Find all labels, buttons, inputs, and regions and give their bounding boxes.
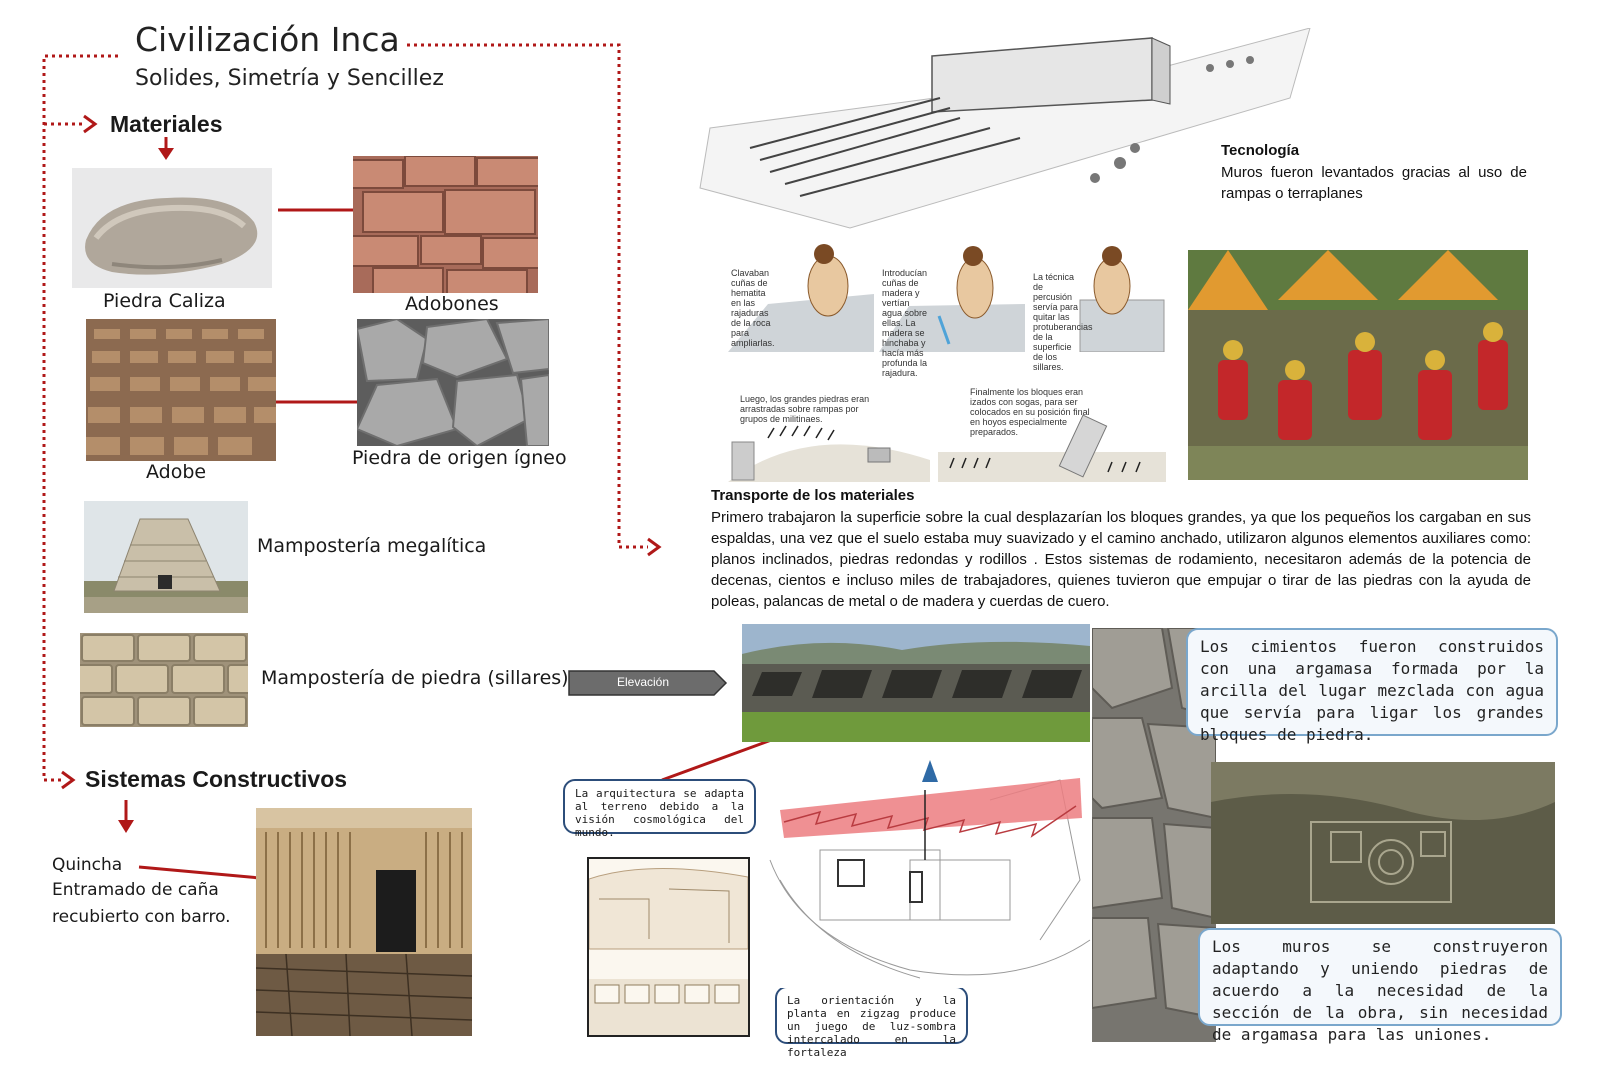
materials-heading: Materiales: [110, 111, 223, 137]
ashlar-masonry-photo: [80, 633, 248, 727]
step4-illustration: [728, 380, 930, 482]
adobe-label: Adobe: [146, 461, 207, 483]
quincha-label: Quincha: [52, 855, 123, 875]
megalithic-masonry-label: Mampostería megalítica: [257, 535, 487, 557]
page-subtitle: Solides, Simetría y Sencillez: [135, 66, 444, 91]
step3-caption: La técnica de percusión servía para quit…: [1033, 272, 1093, 372]
step5-illustration: [938, 380, 1166, 482]
technology-text: Muros fueron levantados gracias al uso d…: [1221, 164, 1527, 202]
architecture-callout: La arquitectura se adapta al terreno deb…: [563, 779, 756, 839]
step1-illustration: [728, 244, 874, 352]
elevation-label: Elevación: [616, 675, 670, 689]
limestone-photo: [72, 168, 272, 288]
step5-caption: Finalmente los bloques eran izados con s…: [970, 387, 1090, 437]
wall-sketch: [587, 857, 750, 1037]
step3-illustration: [1030, 244, 1166, 352]
elevation-arrow: [568, 670, 728, 696]
systems-heading: Sistemas Constructivos: [85, 766, 348, 792]
aerial-ruins-photo: [1211, 762, 1555, 924]
igneous-stone-photo: [357, 319, 549, 446]
quincha-description-line1: Entramado de caña: [52, 880, 219, 900]
adobe-photo: [86, 319, 276, 461]
megalithic-masonry-photo: [84, 501, 248, 613]
step1-caption: Clavaban cuñas de hematita en las rajadu…: [731, 268, 775, 348]
ashlar-masonry-label: Mampostería de piedra (sillares): [261, 667, 569, 689]
step2-illustration: [879, 244, 1025, 352]
limestone-label: Piedra Caliza: [103, 290, 226, 312]
orientation-callout: La orientación y la planta en zigzag pro…: [775, 986, 968, 1059]
quincha-description-line2: recubierto con barro.: [52, 907, 231, 927]
step4-caption: Luego, los grandes piedras eran arrastra…: [740, 394, 870, 424]
igneous-stone-label: Piedra de origen ígneo: [352, 447, 567, 469]
transport-heading: Transporte de los materiales: [711, 487, 915, 504]
adobones-label: Adobones: [405, 293, 499, 315]
quincha-photo: [256, 808, 472, 1036]
foundations-note: Los cimientos fueron construidos con una…: [1186, 628, 1558, 744]
step2-caption: Introducían cuñas de madera y vertían ag…: [882, 268, 928, 378]
walls-note: Los muros se construyeron adaptando y un…: [1198, 928, 1562, 1044]
site-plan-drawing: [760, 760, 1092, 988]
transport-text: Primero trabajaron la superficie sobre l…: [711, 509, 1531, 610]
inca-construction-painting: [1188, 250, 1528, 480]
ramp-illustration: [690, 28, 1312, 238]
page-title: Civilización Inca: [135, 20, 400, 59]
fortress-photo: [742, 624, 1090, 742]
technology-heading: Tecnología: [1221, 142, 1300, 159]
adobones-photo: [353, 156, 538, 293]
